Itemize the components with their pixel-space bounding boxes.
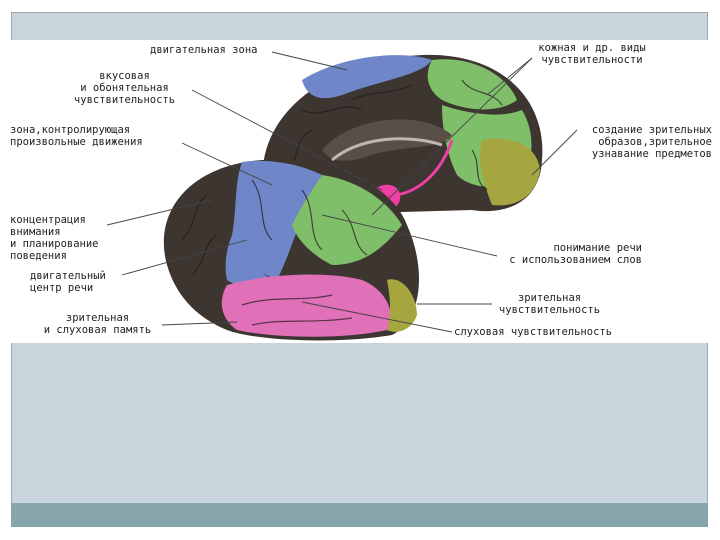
label-visual-images: создание зрительных образов,зрительное у…: [562, 124, 712, 160]
label-visual-auditory-memory: зрительная и слуховая память: [30, 312, 165, 336]
brain-diagram: двигательная зона кожная и др. виды чувс…: [2, 40, 718, 343]
label-taste-smell: вкусовая и обонятельная чувствительность: [62, 70, 187, 106]
label-auditory-sensitivity: слуховая чувствительность: [454, 326, 612, 338]
label-motor-speech: двигательный центр речи: [30, 270, 106, 294]
label-skin-sensitivity: кожная и др. виды чувствительности: [522, 42, 662, 66]
label-visual-sensitivity: зрительная чувствительность: [482, 292, 617, 316]
label-voluntary-movement: зона,контролирующая произвольные движени…: [10, 124, 143, 148]
label-speech-understanding: понимание речи с использованием слов: [492, 242, 642, 266]
label-attention-planning: концентрация внимания и планирование пов…: [10, 214, 99, 262]
label-motor-zone: двигательная зона: [150, 44, 257, 56]
slide-footer-band: [11, 503, 708, 527]
